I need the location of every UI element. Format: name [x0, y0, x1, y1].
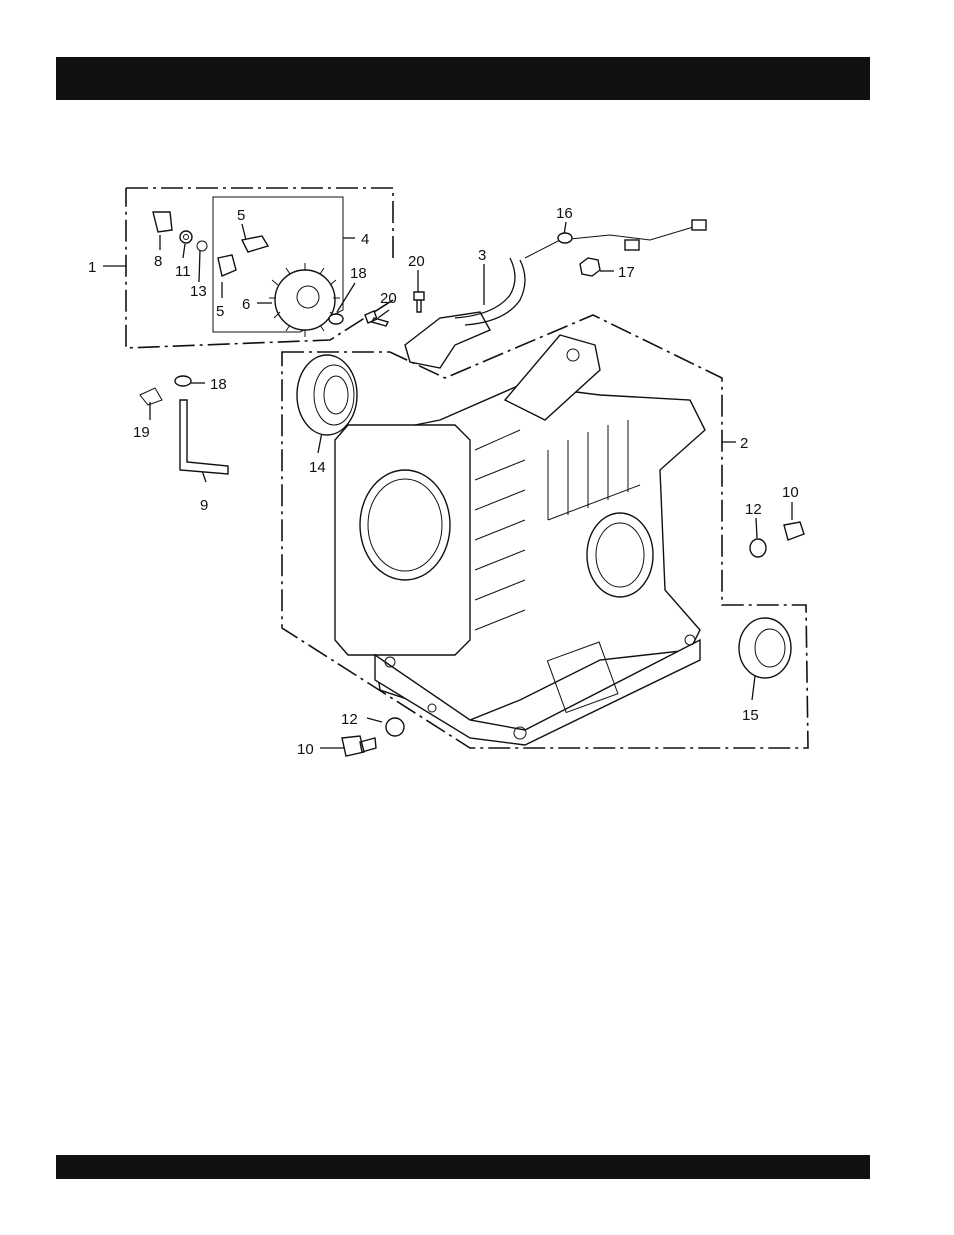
callout-12-right: 12 [745, 501, 762, 518]
callout-14: 14 [309, 459, 326, 476]
callout-10-right: 10 [782, 484, 799, 501]
callout-1: 1 [88, 259, 96, 276]
callout-12-bottom: 12 [341, 711, 358, 728]
callout-20-lower: 20 [380, 290, 397, 307]
callout-10-bottom: 10 [297, 741, 314, 758]
callout-4: 4 [361, 231, 369, 248]
callout-6: 6 [242, 296, 250, 313]
callout-18-lower: 18 [210, 376, 227, 393]
footer-bar [56, 1155, 870, 1179]
callout-13: 13 [190, 283, 207, 300]
callout-8: 8 [154, 253, 162, 270]
callout-11: 11 [175, 263, 191, 280]
callout-5-lower: 5 [216, 303, 224, 320]
callout-2: 2 [740, 435, 748, 452]
callout-19: 19 [133, 424, 150, 441]
callout-20-upper: 20 [408, 253, 425, 270]
callout-16: 16 [556, 205, 573, 222]
callout-5-upper: 5 [237, 207, 245, 224]
callout-3: 3 [478, 247, 486, 264]
parts-drawing [140, 212, 804, 756]
callout-9: 9 [200, 497, 208, 514]
callout-15: 15 [742, 707, 759, 724]
callout-17: 17 [618, 264, 635, 281]
callout-18-upper: 18 [350, 265, 367, 282]
